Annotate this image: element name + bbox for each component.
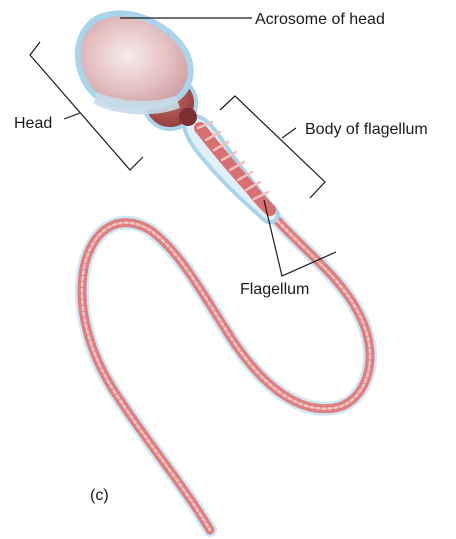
head-leader-line xyxy=(64,113,80,119)
panel-label: (c) xyxy=(90,487,109,504)
label-body-of-flagellum: Body of flagellum xyxy=(305,121,428,138)
label-flagellum: Flagellum xyxy=(240,281,309,298)
body-leader-line xyxy=(282,128,296,138)
label-acrosome-of-head: Acrosome of head xyxy=(255,11,385,28)
flagellum-body xyxy=(184,116,277,222)
label-head: Head xyxy=(14,115,52,132)
sperm-head xyxy=(78,13,191,114)
flagellum-tail xyxy=(82,202,370,530)
